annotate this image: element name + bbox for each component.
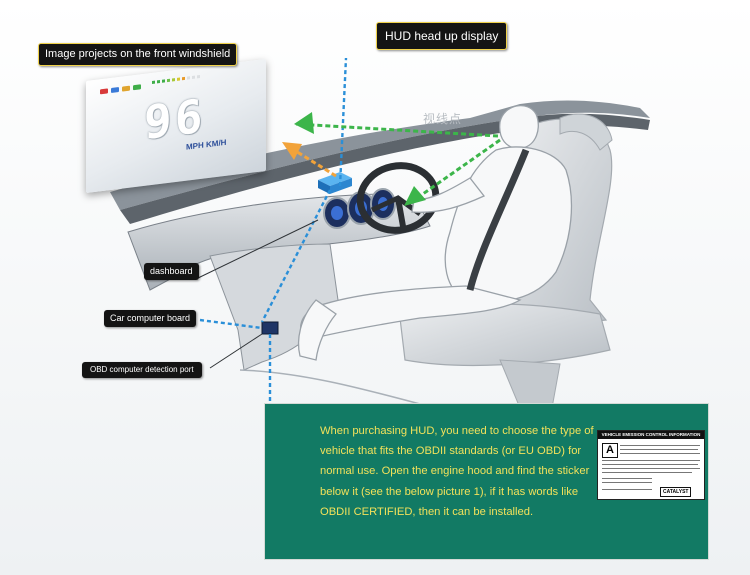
sticker-text-line — [620, 449, 698, 450]
label-leader-lines — [195, 219, 319, 369]
computer-board-label: Car computer board — [104, 310, 197, 327]
projection-arrow — [282, 142, 337, 178]
sticker-text-line — [602, 482, 652, 483]
sticker-text-line — [602, 460, 700, 461]
floor-line — [239, 369, 421, 405]
windshield-frame — [110, 100, 650, 210]
info-paragraph-2: Open the engine hood and find the sticke… — [320, 465, 590, 518]
data-connection-lines — [199, 57, 348, 410]
rpm-bar-icon — [152, 75, 200, 84]
warning-icons — [100, 84, 141, 95]
sticker-text-line — [602, 478, 652, 479]
obd-port — [261, 321, 279, 335]
sticker-text-line — [620, 445, 700, 446]
sticker-letter: A — [602, 443, 618, 458]
sight-line-arrows — [294, 112, 501, 206]
sticker-text-line — [602, 489, 652, 490]
obd-port-label: OBD computer detection port — [82, 362, 202, 378]
seatbelt — [466, 148, 530, 291]
emission-sticker: VEHICLE EMISSION CONTROL INFORMATION A C… — [597, 430, 705, 500]
dashboard-label: dashboard — [144, 263, 199, 280]
sticker-text-line — [620, 453, 700, 454]
sticker-tag: CATALYST — [660, 487, 692, 497]
info-text: When purchasing HUD, you need to choose … — [320, 421, 595, 522]
viewpoint-label: 视线点 — [423, 112, 463, 126]
hud-projection-screen: 96 MPH KM/H — [86, 58, 266, 194]
projection-label: Image projects on the front windshield — [38, 43, 238, 66]
sticker-text-line — [602, 468, 700, 469]
sticker-text-line — [602, 464, 698, 465]
sticker-text-line — [602, 472, 692, 473]
sticker-header: VEHICLE EMISSION CONTROL INFORMATION — [598, 431, 704, 439]
hud-label: HUD head up display — [376, 22, 508, 50]
info-paragraph-1: When purchasing HUD, you need to choose … — [320, 425, 594, 478]
